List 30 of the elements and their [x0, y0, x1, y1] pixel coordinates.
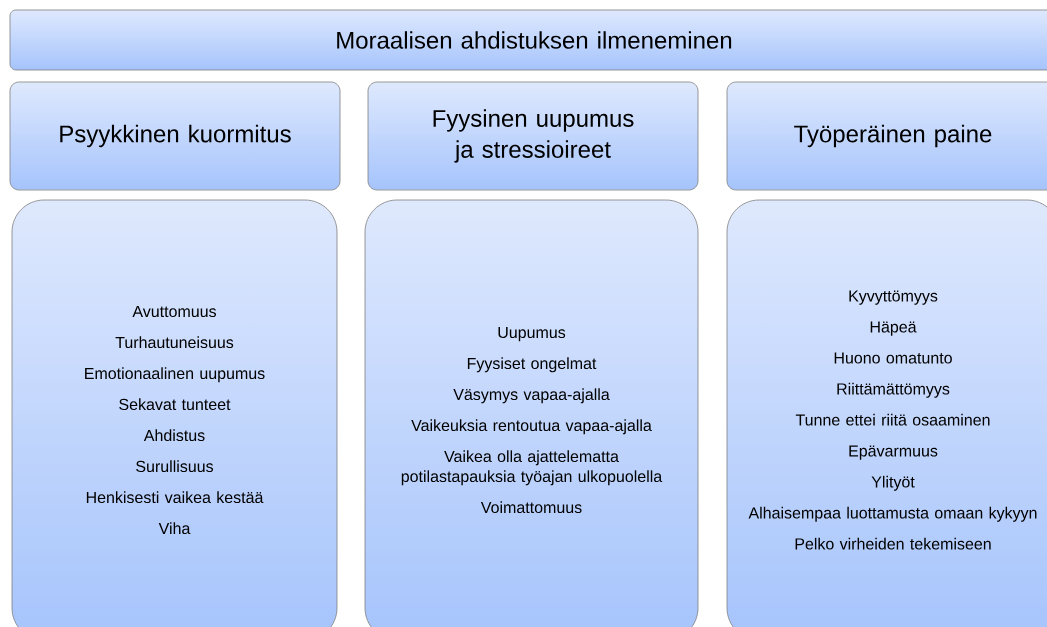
list-item: Pelko virheiden tekemiseen — [795, 537, 991, 550]
list-item: Voimattomuus — [480, 501, 582, 514]
list-item: Henkisesti vaikea kestää — [86, 491, 264, 504]
list-item: Epävarmuus — [849, 445, 938, 460]
header-box: Psyykkinen kuormitus — [9, 81, 341, 191]
list-item: Sekavat tunteet — [119, 398, 231, 411]
list-item: Turhautuneisuus — [115, 336, 234, 349]
list-box — [364, 199, 699, 627]
list-item: Ylityöt — [871, 475, 915, 491]
list-item: Kyvyttömyys — [849, 290, 938, 305]
title-band: Moraalisen ahdistuksen ilmeneminen — [9, 9, 1047, 71]
list-item: Vaikea olla ajattelematta potilastapauksia työajan ulkopuolella — [401, 450, 663, 486]
list-item: Viha — [158, 522, 191, 535]
list-box — [11, 199, 338, 627]
list-item: Uupumus — [498, 326, 566, 342]
header-box: Fyysinen uupumus ja stressioireet — [367, 81, 699, 191]
list-item: Vaikeuksia rentoutua vapaa-ajalla — [411, 419, 652, 435]
list-item: Tunne ettei riitä osaaminen — [795, 413, 990, 426]
list-item: Huono omatunto — [834, 352, 952, 364]
list-item: Ahdistus — [143, 429, 205, 442]
list-item: Riittämättömyys — [837, 382, 950, 398]
list-item: Väsymys vapaa-ajalla — [453, 388, 610, 404]
list-item: Häpeä — [870, 321, 917, 336]
list-item: Fyysiset ongelmat — [467, 357, 597, 373]
list-item: Alhaisempaa luottamusta omaan kykyyn — [748, 506, 1037, 522]
list-item: Emotionaalinen uupumus — [85, 367, 265, 383]
list-item: Avuttomuus — [132, 305, 216, 318]
header-box: Työperäinen paine — [726, 81, 1047, 191]
list-item: Surullisuus — [136, 460, 214, 473]
list-box — [726, 199, 1047, 627]
